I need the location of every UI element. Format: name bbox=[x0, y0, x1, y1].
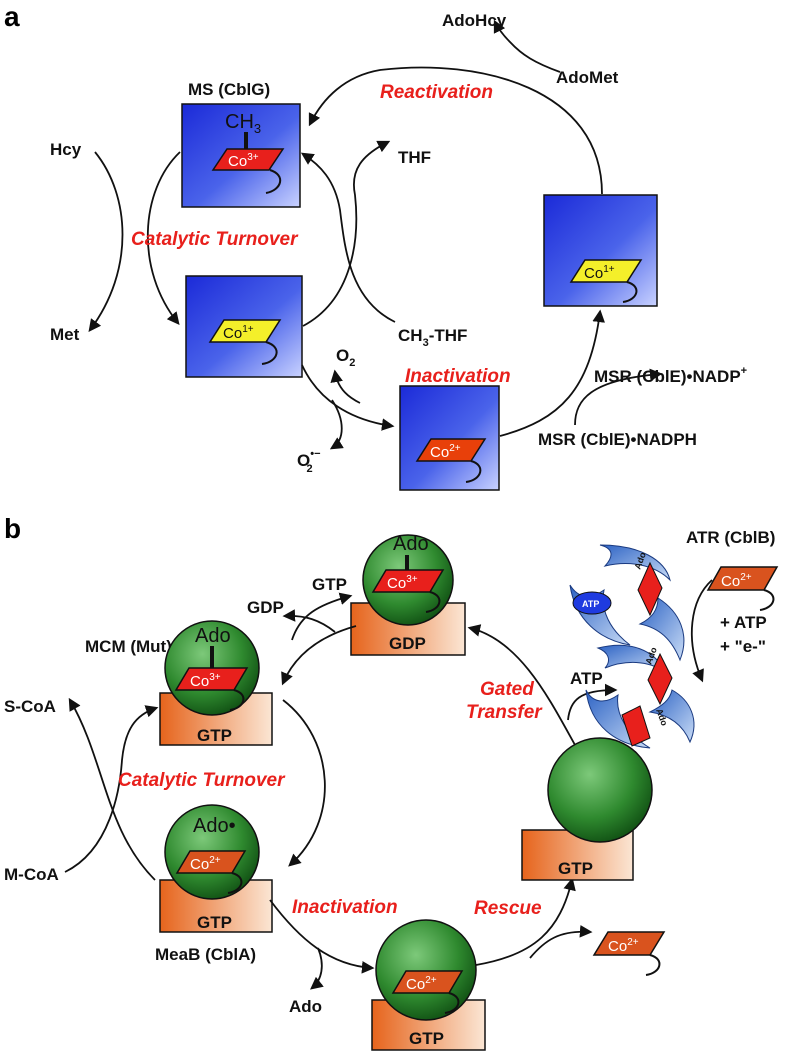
mcoa-to-scoa-arrow bbox=[68, 697, 156, 881]
atr-top-trimer: ATP Ado bbox=[569, 544, 685, 662]
catalytic-turnover-b-label: Catalytic Turnover bbox=[118, 770, 286, 791]
adohcy-label: AdoHcy bbox=[442, 11, 507, 30]
ado-radical-label: Ado• bbox=[193, 815, 236, 837]
nadph-to-nadp-arrow bbox=[574, 368, 663, 426]
msr-nadph-label: MSR (CblE)•NADPH bbox=[538, 430, 697, 449]
atr-bottom-trimer: Ado Ado bbox=[585, 644, 695, 749]
catalytic-turnover-b-arrow bbox=[282, 699, 326, 867]
msr-reactivation-arrow bbox=[499, 309, 605, 437]
panel-a-letter: a bbox=[4, 1, 20, 32]
panel-b-letter: b bbox=[4, 513, 21, 544]
catalytic-turnover-a-label: Catalytic Turnover bbox=[131, 229, 299, 250]
hcy-to-met-arrow bbox=[88, 151, 124, 333]
gdp-box-label: GDP bbox=[389, 634, 426, 653]
hcy-label: Hcy bbox=[50, 140, 82, 159]
gtp-mcm-box-label: GTP bbox=[197, 726, 232, 745]
m-coa-label: M-CoA bbox=[4, 865, 59, 884]
cob-release-arrow bbox=[529, 925, 593, 959]
o2-arrow bbox=[330, 369, 361, 404]
met-label: Met bbox=[50, 325, 80, 344]
mcoa-binding-arrow bbox=[64, 705, 159, 873]
ms-reactivated-box: Co1+ bbox=[543, 194, 658, 307]
ms-methylcob-box: CH3 Co3+ bbox=[181, 103, 301, 208]
co3-label: Co3+ bbox=[228, 152, 259, 170]
gated-label: Gated bbox=[480, 679, 534, 700]
co1-right-label: Co1+ bbox=[584, 264, 615, 282]
adomet-to-adohcy-arrow bbox=[493, 19, 561, 73]
gtp-apo-box-label: GTP bbox=[558, 859, 593, 878]
ado-mcm-label: Ado bbox=[195, 625, 231, 647]
mcm-gdp-complex: GDP Ado Co3+ bbox=[350, 533, 466, 656]
atp-top-ellipse-label: ATP bbox=[582, 599, 599, 609]
superoxide-label: O•−2 bbox=[297, 448, 321, 475]
inactive-mcm-complex: GTP Co2+ bbox=[371, 919, 486, 1051]
rescue-label: Rescue bbox=[474, 898, 542, 919]
co2-atr-label: Co2+ bbox=[721, 572, 752, 590]
superoxide-arrow bbox=[329, 399, 344, 450]
transfer-label: Transfer bbox=[466, 702, 543, 723]
gtp-in-arrow bbox=[291, 592, 353, 641]
o2-label: O2 bbox=[336, 346, 355, 369]
mcm-label: MCM (Mut) bbox=[85, 637, 172, 656]
ch3thf-to-thf-arrow bbox=[302, 140, 391, 327]
gtp-bottom-box-label: GTP bbox=[409, 1029, 444, 1048]
ch3-thf-label: CH3-THF bbox=[398, 326, 467, 349]
rescue-arrow bbox=[475, 877, 576, 966]
co2-free-label: Co2+ bbox=[608, 937, 639, 955]
apo-mcm-complex: GTP bbox=[521, 737, 653, 881]
plus-e-label: + "e-" bbox=[720, 637, 766, 656]
reactivation-arrow bbox=[308, 66, 603, 195]
gtp-label: GTP bbox=[312, 575, 347, 594]
atp-binding-arrow bbox=[567, 683, 618, 721]
adomet-label: AdoMet bbox=[556, 68, 619, 87]
s-coa-label: S-CoA bbox=[4, 697, 56, 716]
ch3-cofactor-label: CH3 bbox=[225, 111, 261, 136]
gated-transfer-arrow bbox=[467, 624, 576, 746]
gdp-label: GDP bbox=[247, 598, 284, 617]
co2-bottom-label: Co2+ bbox=[406, 975, 437, 993]
inactivation-b-label: Inactivation bbox=[292, 897, 398, 918]
co3-mcm-label: Co3+ bbox=[190, 672, 221, 690]
reactivation-label: Reactivation bbox=[380, 82, 493, 103]
co2-a-label: Co2+ bbox=[430, 443, 461, 461]
meab-label: MeaB (CblA) bbox=[155, 945, 256, 964]
mcm-gtp-complex: GTP Ado Co3+ bbox=[159, 620, 273, 746]
atr-loading-arrow bbox=[691, 579, 713, 683]
inactivation-arrow-a bbox=[301, 364, 395, 431]
gtp-meab-box-label: GTP bbox=[197, 913, 232, 932]
ms-label: MS (CblG) bbox=[188, 80, 270, 99]
thf-label: THF bbox=[398, 148, 431, 167]
atp-free-label: ATP bbox=[570, 669, 603, 688]
co2-meab-label: Co2+ bbox=[190, 855, 221, 873]
ado-release-arrow bbox=[310, 947, 324, 990]
ms-to-cob1-arrow bbox=[146, 151, 181, 325]
gdp-out-arrow bbox=[282, 609, 336, 633]
atr-label: ATR (CblB) bbox=[686, 528, 775, 547]
co3-top-label: Co3+ bbox=[387, 574, 418, 592]
atr-co2-input: Co2+ bbox=[706, 566, 779, 611]
gdp-to-mcm-arrow bbox=[281, 625, 357, 686]
msr-nadp-label: MSR (CblE)•NADP+ bbox=[594, 365, 747, 386]
ado-top-label: Ado bbox=[393, 533, 429, 555]
plus-atp-label: + ATP bbox=[720, 613, 767, 632]
ado-bottom-label: Ado bbox=[289, 997, 322, 1016]
ch3thf-to-ms-arrow bbox=[300, 152, 396, 323]
ms-inactive-box: Co2+ bbox=[399, 385, 500, 491]
co1-label: Co1+ bbox=[223, 324, 254, 342]
inactivation-a-label: Inactivation bbox=[405, 366, 511, 387]
ms-cob1-box: Co1+ bbox=[185, 275, 303, 378]
meab-gtp-complex: GTP Ado• Co2+ bbox=[159, 804, 273, 933]
free-co2-cofactor: Co2+ bbox=[592, 931, 666, 976]
inactivation-arrow-b bbox=[269, 899, 375, 974]
